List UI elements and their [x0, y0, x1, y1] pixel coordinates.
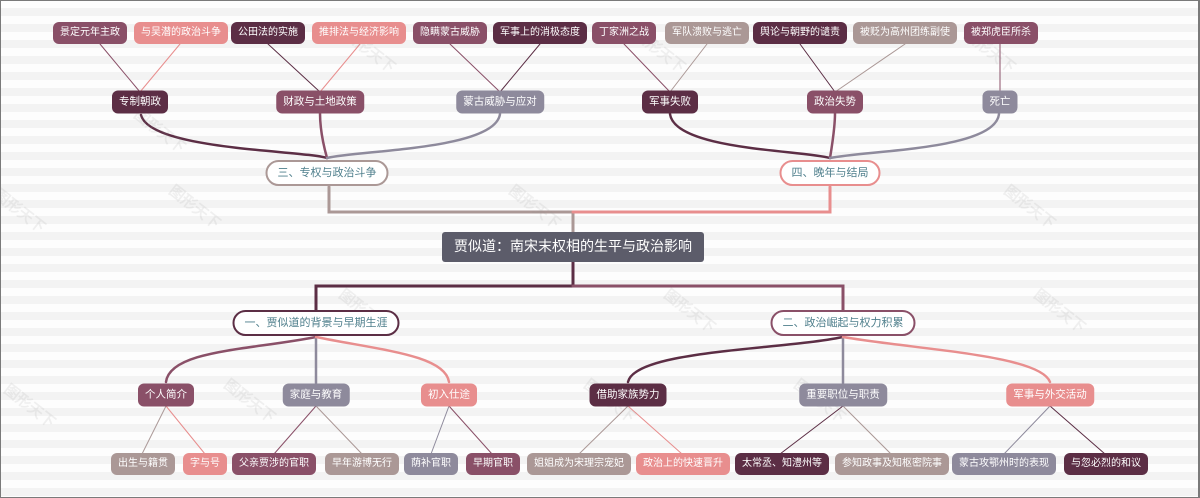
leaf-node[interactable]: 出生与籍贯 — [111, 453, 175, 475]
leaf-node[interactable]: 政治上的快速晋升 — [636, 453, 730, 475]
leaf-node[interactable]: 太常丞、知澧州等 — [735, 453, 829, 475]
subtopic-node[interactable]: 军事与外交活动 — [1006, 383, 1094, 407]
leaf-node[interactable]: 早年游博无行 — [325, 453, 399, 475]
leaf-node[interactable]: 景定元年主政 — [53, 22, 127, 44]
leaf-node[interactable]: 丁家洲之战 — [592, 22, 656, 44]
subtopic-node[interactable]: 借助家族势力 — [589, 383, 667, 407]
subtopic-node[interactable]: 家庭与教育 — [282, 383, 350, 407]
root-topic[interactable]: 贾似道：南宋末权相的生平与政治影响 — [442, 232, 704, 262]
subtopic-node[interactable]: 专制朝政 — [112, 90, 168, 114]
subtopic-node[interactable]: 初入仕途 — [421, 383, 477, 407]
leaf-node[interactable]: 参知政事及知枢密院事 — [835, 453, 949, 475]
subtopic-node[interactable]: 政治失势 — [807, 90, 863, 114]
leaf-node[interactable]: 舆论与朝野的谴责 — [753, 22, 847, 44]
branch-3-topic[interactable]: 三、专权与政治斗争 — [265, 160, 389, 186]
leaf-node[interactable]: 父亲贾涉的官职 — [232, 453, 316, 475]
branch-2-topic[interactable]: 二、政治崛起与权力积累 — [770, 310, 916, 336]
leaf-node[interactable]: 军队溃败与逃亡 — [665, 22, 749, 44]
leaf-node[interactable]: 公田法的实施 — [231, 22, 305, 44]
leaf-node[interactable]: 早期官职 — [466, 453, 520, 475]
leaf-node[interactable]: 与忽必烈的和议 — [1064, 453, 1148, 475]
subtopic-node[interactable]: 财政与土地政策 — [276, 90, 364, 114]
leaf-node[interactable]: 被贬为高州团练副使 — [853, 22, 957, 44]
leaf-node[interactable]: 姐姐成为宋理宗宠妃 — [527, 453, 631, 475]
subtopic-node[interactable]: 军事失败 — [642, 90, 698, 114]
leaf-node[interactable]: 与吴潜的政治斗争 — [134, 22, 228, 44]
subtopic-node[interactable]: 蒙古威胁与应对 — [456, 90, 544, 114]
leaf-node[interactable]: 荫补官职 — [404, 453, 458, 475]
leaf-node[interactable]: 字与号 — [183, 453, 227, 475]
subtopic-node[interactable]: 个人简介 — [138, 383, 194, 407]
leaf-node[interactable]: 被郑虎臣所杀 — [964, 22, 1038, 44]
leaf-node[interactable]: 隐瞒蒙古威胁 — [413, 22, 487, 44]
branch-1-topic[interactable]: 一、贾似道的背景与早期生涯 — [232, 310, 400, 336]
subtopic-node[interactable]: 重要职位与职责 — [799, 383, 887, 407]
leaf-node[interactable]: 军事上的消极态度 — [493, 22, 587, 44]
leaf-node[interactable]: 蒙古攻鄂州时的表现 — [952, 453, 1056, 475]
leaf-node[interactable]: 推排法与经济影响 — [312, 22, 406, 44]
branch-4-topic[interactable]: 四、晚年与结局 — [779, 160, 881, 186]
subtopic-node[interactable]: 死亡 — [982, 90, 1018, 114]
